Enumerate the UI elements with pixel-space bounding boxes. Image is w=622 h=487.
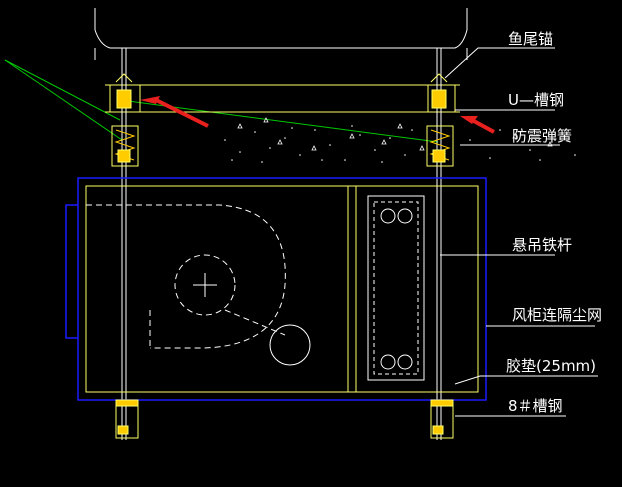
red-arrow-right bbox=[460, 116, 495, 134]
spring-isolator-left bbox=[111, 125, 139, 167]
concrete-hatch bbox=[224, 125, 576, 163]
label-anchor-bolt: 鱼尾锚 bbox=[508, 30, 553, 48]
label-spring: 防震弹簧 bbox=[512, 127, 572, 145]
u-channel-top bbox=[105, 84, 460, 113]
ceiling-slab bbox=[94, 8, 468, 60]
label-hanger-rod: 悬吊铁杆 bbox=[512, 236, 572, 254]
ahu-outline bbox=[65, 177, 487, 401]
fan-hub bbox=[193, 273, 217, 297]
bottom-channel-left bbox=[115, 399, 139, 439]
fan-scroll bbox=[86, 204, 311, 366]
red-arrow-left bbox=[140, 96, 209, 128]
spring-isolator-right bbox=[426, 125, 454, 167]
anchor-right bbox=[430, 73, 448, 109]
label-u-channel: U—槽钢 bbox=[508, 91, 564, 109]
filter-section bbox=[367, 195, 425, 381]
concrete-triangles bbox=[237, 117, 553, 151]
green-leader-lines bbox=[4, 59, 439, 143]
ahu-body bbox=[85, 185, 479, 393]
label-rubber-pad: 胶垫(25mm) bbox=[506, 357, 596, 375]
hanger-rod-left bbox=[121, 48, 127, 440]
label-channel-steel: 8＃槽钢 bbox=[508, 397, 563, 415]
anchor-left bbox=[115, 73, 133, 109]
label-ahu: 风柜连隔尘网 bbox=[512, 306, 602, 324]
callout-leaders bbox=[440, 47, 598, 417]
hanger-rod-right bbox=[436, 48, 442, 440]
bottom-channel-right bbox=[430, 399, 454, 439]
